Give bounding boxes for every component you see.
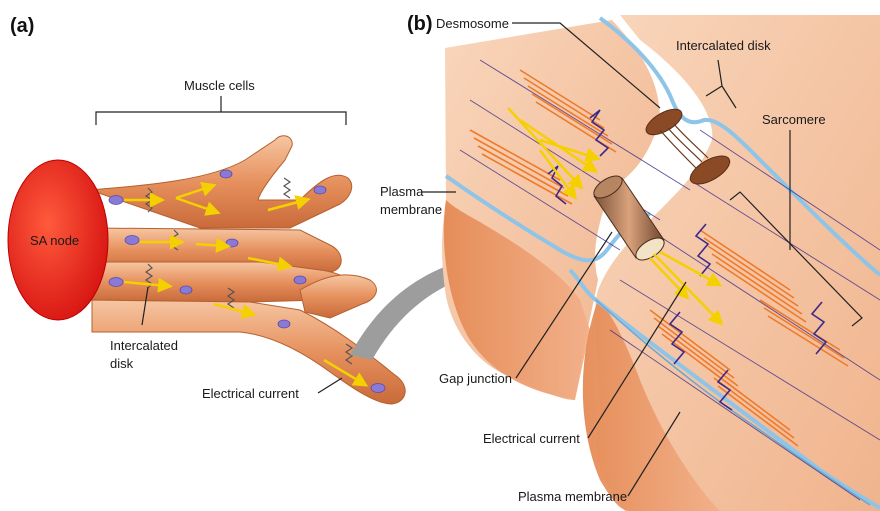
nucleus	[109, 196, 123, 205]
muscle-cells-bracket	[96, 96, 346, 125]
panel-a-tag: (a)	[10, 15, 34, 37]
nucleus	[314, 186, 326, 194]
plasma-membrane-bottom-label: Plasma membrane	[518, 489, 627, 504]
intercalated-disk	[284, 178, 290, 198]
electrical-current-leader-a	[318, 378, 342, 393]
sa-node-label: SA node	[30, 233, 79, 248]
panel-a: SA node	[8, 15, 405, 404]
nucleus	[125, 236, 139, 245]
panel-b-tag: (b)	[407, 13, 433, 35]
nucleus	[278, 320, 290, 328]
muscle-fibers	[90, 136, 405, 404]
intercalated-disk-label-line2: disk	[110, 356, 134, 371]
electrical-current-label-a: Electrical current	[202, 386, 299, 401]
plasma-membrane-label-line1: Plasma	[380, 184, 424, 199]
electrical-current-label-b: Electrical current	[483, 431, 580, 446]
plasma-membrane-label-line2: membrane	[380, 202, 442, 217]
nucleus	[371, 384, 385, 393]
desmosome-label: Desmosome	[436, 16, 509, 31]
gap-junction-label: Gap junction	[439, 371, 512, 386]
nucleus	[109, 278, 123, 287]
nucleus	[180, 286, 192, 294]
muscle-cells-label: Muscle cells	[184, 78, 255, 93]
fiber-top	[90, 136, 352, 228]
nucleus	[294, 276, 306, 284]
nucleus	[220, 170, 232, 178]
panel-b: (b) Desmosome Intercalated disk Sarcomer…	[380, 13, 880, 511]
intercalated-disk-label-b: Intercalated disk	[676, 38, 771, 53]
sarcomere-label: Sarcomere	[762, 112, 826, 127]
intercalated-disk-label-line1: Intercalated	[110, 338, 178, 353]
nucleus	[226, 239, 238, 247]
